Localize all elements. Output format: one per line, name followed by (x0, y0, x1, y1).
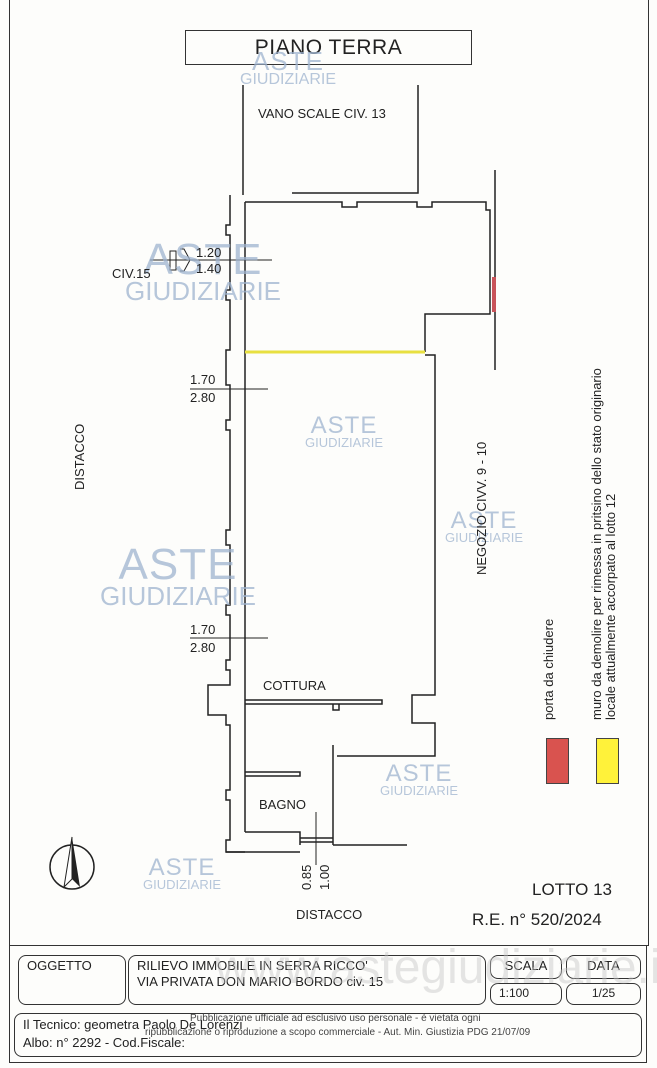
outer-left-wall (207, 195, 245, 853)
legend-red-label: porta da chiudere (541, 618, 556, 720)
distacco-left-label: DISTACCO (72, 423, 87, 490)
bagno-top-wall (245, 771, 301, 777)
cottura-label: COTTURA (263, 678, 326, 693)
title-block (9, 945, 647, 1063)
door-dim-top: 1.20 (196, 245, 222, 260)
main-room-wall (337, 354, 436, 757)
tecnico-box: Il Tecnico: geometra Paolo De Lorenzi Al… (14, 1013, 642, 1057)
stair-label: VANO SCALE CIV. 13 (258, 106, 386, 121)
negozio-label: NEGOZIO CIVV. 9 - 10 (474, 441, 489, 575)
door-dim-bottom: 1.40 (196, 261, 222, 276)
window-dim-bottom: 2.80 (190, 390, 216, 405)
legend-yellow-label: muro da demolire per rimessa in pritsino… (589, 368, 618, 720)
notice-line1: Pubblicazione ufficiale ad esclusivo uso… (190, 1013, 481, 1024)
legend-yellow-swatch (596, 738, 619, 784)
watermark-url: www.astegiudiziarie.it (215, 941, 657, 994)
civ15-label: CIV.15 (112, 266, 151, 281)
notice-line2: ripubblicazione o riproduzione a scopo c… (145, 1027, 531, 1038)
oggetto-line1: RILIEVO IMMOBILE IN SERRA RICCO' (137, 958, 368, 973)
data-label: DATA (566, 955, 641, 979)
data-value: 1/25 (566, 983, 641, 1005)
legend-yellow-line2: locale attualmente accorpato al lotto 12 (603, 493, 618, 720)
oggetto-value: RILIEVO IMMOBILE IN SERRA RICCO' VIA PRI… (128, 955, 486, 1005)
north-arrow-icon (49, 836, 95, 890)
outer-bottom-wall (226, 844, 407, 853)
bagno-label: BAGNO (259, 797, 306, 812)
bagno-door-dim-top: 0.85 (299, 864, 314, 890)
tecnico: Il Tecnico: geometra Paolo De Lorenzi (23, 1017, 243, 1032)
bagno-bottom-wall (245, 831, 301, 845)
stair-wall-right (292, 85, 419, 194)
floor-plan-walls (150, 85, 496, 865)
scala-value: 1:100 (490, 983, 562, 1005)
oggetto-label: OGGETTO (18, 955, 126, 1005)
distacco-bottom-label: DISTACCO (296, 907, 363, 922)
bagno-door-dim-bottom: 1.00 (317, 864, 332, 890)
window-dim-top: 1.70 (190, 372, 216, 387)
legend-yellow-line1: muro da demolire per rimessa in pritsino… (589, 368, 604, 720)
plan-title: PIANO TERRA (185, 30, 472, 65)
window-dim-bottom: 2.80 (190, 640, 216, 655)
re-number: R.E. n° 520/2024 (472, 910, 602, 929)
lotto-label: LOTTO 13 (532, 880, 612, 899)
albo: Albo: n° 2292 - Cod.Fiscale: (23, 1035, 186, 1050)
legend-red-swatch (546, 738, 569, 784)
cottura-wall (245, 699, 383, 705)
scala-label: SCALA (490, 955, 562, 979)
upper-room-wall (245, 201, 491, 352)
oggetto-line2: VIA PRIVATA DON MARIO BORDO civ. 15 (137, 974, 384, 989)
window-dim-top: 1.70 (190, 622, 216, 637)
